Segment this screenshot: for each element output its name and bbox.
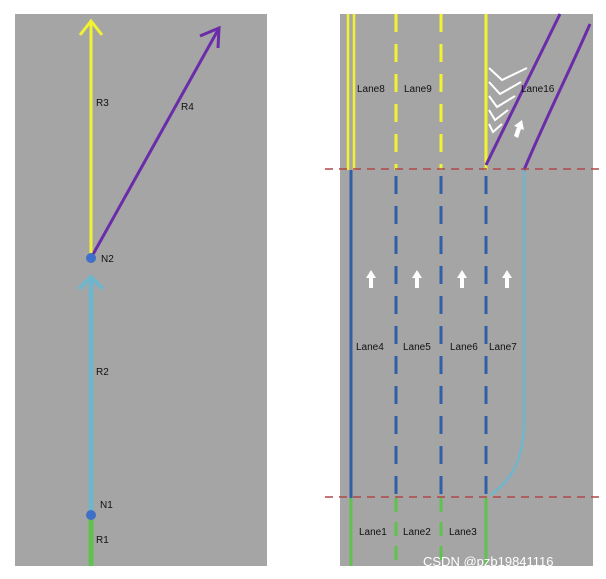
route-r1-label: R1: [96, 535, 109, 546]
lane16-direction-arrow-icon: [514, 120, 524, 138]
route-r4-line: [89, 29, 220, 259]
lane6-direction-arrow-icon: [457, 270, 467, 288]
lane9-label: Lane9: [404, 84, 432, 95]
lane-panel-background: [340, 14, 593, 566]
bottom-lane-lines: [349, 498, 488, 566]
lane3-label: Lane3: [449, 527, 477, 538]
route-r2-arrowhead: [77, 274, 105, 291]
watermark: CSDN @pzb19841116: [423, 554, 554, 569]
lane7-label: Lane7: [489, 342, 517, 353]
lane1-label: Lane1: [359, 527, 387, 538]
route-panel-background: [15, 14, 267, 566]
gore-chevron-marks: [488, 67, 528, 134]
lane7-right-boundary: [489, 170, 526, 497]
node-n2-label: N2: [101, 254, 114, 265]
node-n1-label: N1: [100, 500, 113, 511]
route-r3-arrowhead: [78, 18, 104, 36]
lane5-direction-arrow-icon: [412, 270, 422, 288]
middle-lane-lines: [349, 170, 526, 498]
top-lane-lines: [346, 13, 592, 171]
node-n1: [86, 510, 96, 520]
node-n2: [86, 253, 96, 263]
lane2-label: Lane2: [403, 527, 431, 538]
lane5-label: Lane5: [403, 342, 431, 353]
route-r2-label: R2: [96, 367, 109, 378]
lane16-label: Lane16: [521, 84, 555, 95]
route-r4-arrowhead: [199, 25, 221, 49]
lane6-label: Lane6: [450, 342, 478, 353]
route-graph-panel: N1 N2 R1 R2 R3 R4: [15, 14, 267, 566]
lane8-label: Lane8: [357, 84, 385, 95]
lane4-direction-arrow-icon: [366, 270, 376, 288]
direction-arrows: [366, 120, 524, 288]
lane4-label: Lane4: [356, 342, 384, 353]
lane7-direction-arrow-icon: [502, 270, 512, 288]
lane16-right-boundary: [522, 23, 592, 171]
lane16-left-boundary: [484, 13, 562, 166]
lane-map-panel: Lane1 Lane2 Lane3 Lane4 Lane5 Lane6 Lane…: [325, 13, 602, 566]
route-r4-label: R4: [181, 102, 194, 113]
route-r3-label: R3: [96, 98, 109, 109]
